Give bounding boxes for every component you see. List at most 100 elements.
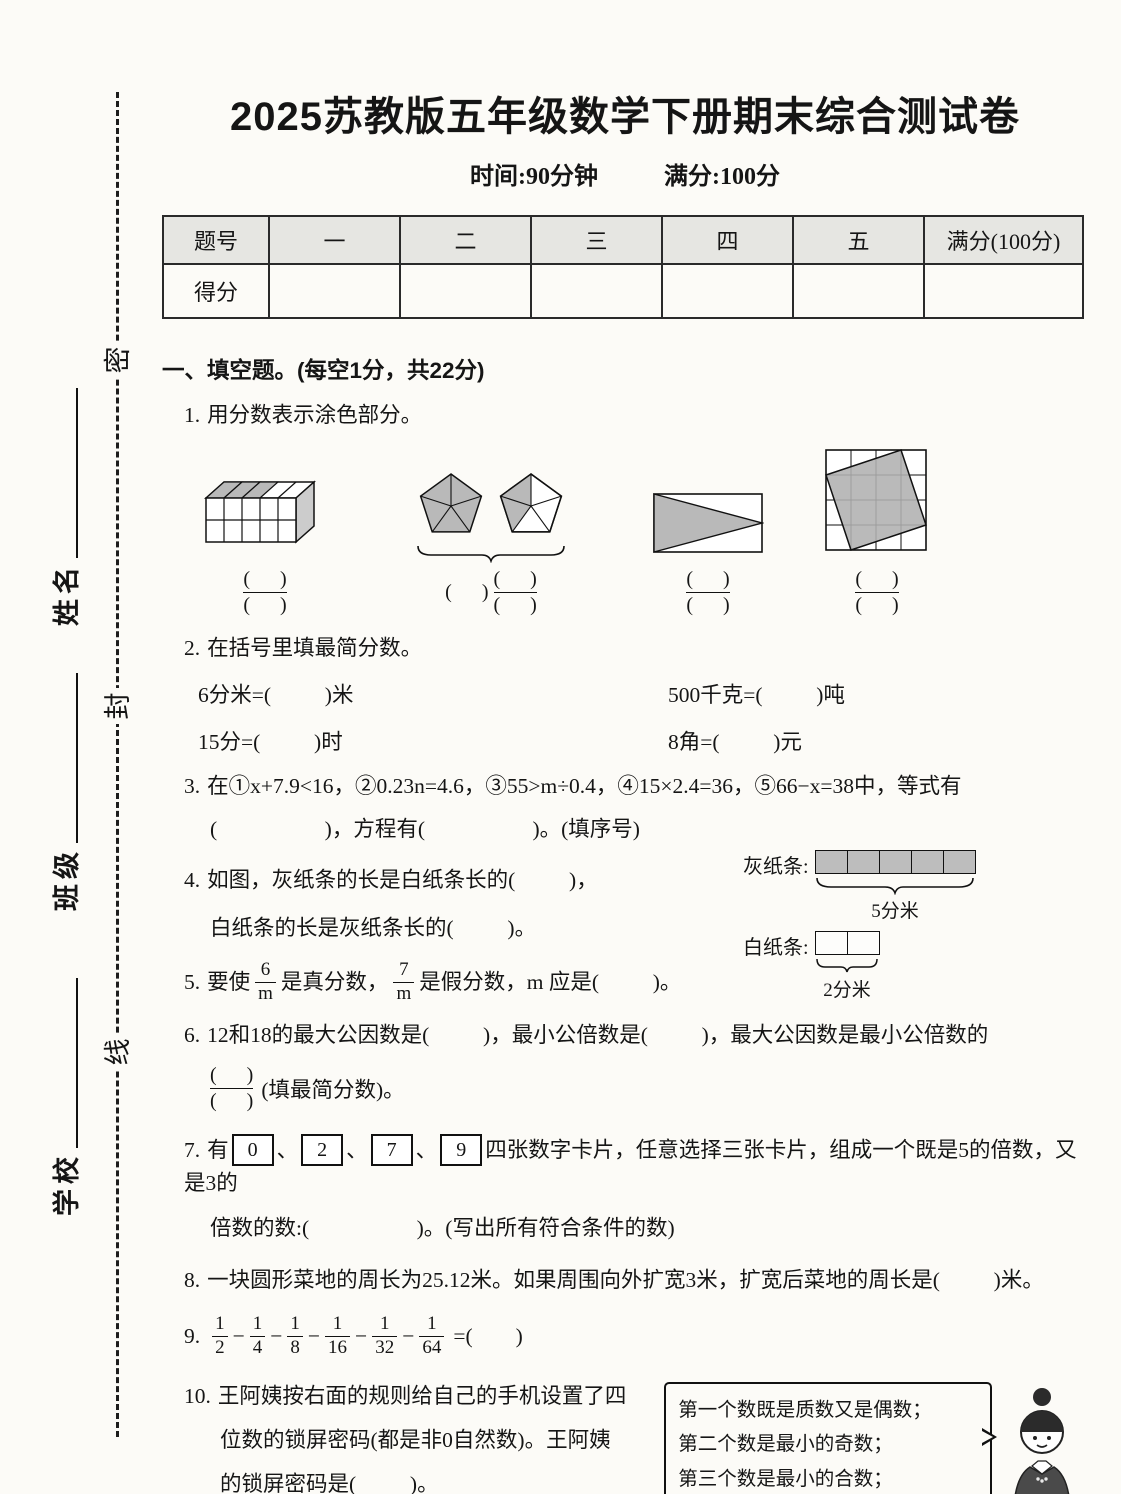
- fraction-denominator-blank: ( ): [243, 592, 287, 617]
- paper-strips-figure: 灰纸条: 5分米 白纸条:: [743, 850, 1088, 1010]
- name-label: 姓名: [52, 562, 83, 626]
- mixed-number-blank: ( ) ( ) ( ): [445, 567, 537, 618]
- numerator: 1: [379, 1313, 390, 1335]
- score-row-label: 得分: [162, 263, 270, 319]
- q2-item-2: 500千克=( )吨: [668, 682, 845, 707]
- fraction-numerator-blank: ( ): [686, 568, 730, 591]
- aunt-wang-illustration: [992, 1374, 1088, 1494]
- question-text: 在括号里填最简分数。: [207, 636, 423, 661]
- denominator: m: [255, 981, 276, 1006]
- question-text: 王阿姨按右面的规则给自己的手机设置了四: [217, 1383, 627, 1408]
- header-cell-tihao: 题号: [162, 215, 270, 265]
- question-text: 在①x+7.9<16，②0.23n=4.6，③55>m÷0.4，④15×2.4=…: [207, 773, 962, 798]
- rule-3: 第三个数是最小的合数；: [678, 1469, 893, 1491]
- fraction-blank: ( ) ( ): [493, 567, 537, 618]
- question-text-line3: 的锁屏密码是( )。: [220, 1471, 439, 1494]
- numerator: 1: [332, 1313, 343, 1335]
- q6-note: (填最简分数)。: [261, 1077, 405, 1102]
- score-table-header-row: 题号 一 二 三 四 五 满分(100分): [162, 215, 1084, 265]
- denominator: 8: [287, 1335, 303, 1360]
- q2-item-3: 15分=( )时: [198, 729, 343, 754]
- question-8: 8.一块圆形菜地的周长为25.12米。如果周围向外扩宽3米，扩宽后菜地的周长是(…: [184, 1264, 1088, 1297]
- digit-card-9: 9: [440, 1133, 483, 1166]
- denominator: 2: [212, 1335, 228, 1360]
- q6-fraction-line: ( ) ( ) (填最简分数)。: [184, 1063, 1088, 1114]
- q2-item-1: 6分米=( )米: [198, 682, 354, 707]
- question-number: 9.: [184, 1324, 201, 1349]
- underbrace: [816, 959, 878, 973]
- numerator: 6: [260, 958, 271, 980]
- digit-card-2: 2: [301, 1133, 344, 1166]
- score-cell: [399, 263, 532, 319]
- question-text: 是真分数，: [280, 969, 389, 994]
- name-blank-line: [76, 388, 78, 558]
- score-table: 题号 一 二 三 四 五 满分(100分) 得分: [162, 215, 1084, 319]
- fraction-denominator-blank: ( ): [686, 592, 730, 617]
- question-1: 1.用分数表示涂色部分。: [184, 399, 1088, 618]
- gray-strip-row: 灰纸条: 5分米: [743, 850, 1088, 923]
- white-strip-row: 白纸条: 2分米: [743, 931, 1088, 1002]
- numerator: 7: [399, 958, 409, 980]
- full-score: 满分:100分: [664, 164, 780, 190]
- white-strip-length: 2分米: [823, 980, 871, 1002]
- denominator: 16: [325, 1335, 351, 1360]
- figure-grid-square: ( ) ( ): [824, 448, 930, 618]
- class-field: 班级: [45, 671, 83, 911]
- question-text: 四张数字卡片，任意选择三张卡片，组成一个既是5的倍数，又是3的: [184, 1137, 1077, 1196]
- header-cell-4: 四: [661, 215, 794, 265]
- numerator: 1: [427, 1313, 437, 1335]
- question-text: 有: [207, 1137, 229, 1162]
- question-number: 8.: [184, 1267, 201, 1292]
- school-blank-line: [76, 978, 78, 1148]
- denominator: m: [393, 981, 415, 1006]
- gray-strip-label: 灰纸条:: [743, 856, 809, 879]
- numerator: 1: [290, 1313, 300, 1335]
- score-cell: [923, 263, 1084, 319]
- question-number: 10.: [184, 1383, 211, 1408]
- q2-items: 6分米=( )米 500千克=( )吨 15分=( )时 8角=( )元: [184, 678, 1088, 756]
- minus-operator: −: [232, 1324, 245, 1349]
- question-6: 6.12和18的最大公因数是( )，最小公倍数是( )，最大公因数是最小公倍数的…: [184, 1019, 1088, 1113]
- underbrace: [417, 546, 565, 564]
- school-field: 学校: [45, 976, 83, 1216]
- white-strip-label: 白纸条:: [743, 937, 809, 960]
- class-label: 班级: [52, 847, 83, 911]
- cartoon-woman-graphic: [1014, 1387, 1070, 1494]
- question-number: 5.: [184, 969, 201, 994]
- score-cell: [792, 263, 925, 319]
- header-cell-2: 二: [399, 215, 532, 265]
- question-text: 是假分数，m 应是( )。: [419, 969, 682, 994]
- minus-operator: −: [307, 1324, 321, 1349]
- fraction-denominator-blank: ( ): [210, 1087, 254, 1112]
- rectangle-triangle-graphic: [653, 493, 764, 554]
- rule-1: 第一个数既是质数又是偶数；: [678, 1399, 932, 1421]
- digit-card-0: 0: [231, 1133, 274, 1166]
- card-separator: 、: [276, 1137, 299, 1162]
- question-text: 要使: [207, 969, 251, 994]
- pentagons-graphic: [419, 473, 563, 533]
- rule-2: 第二个数是最小的奇数；: [678, 1434, 893, 1456]
- score-cell: [268, 263, 401, 319]
- question-text-line2: ( )，方程有( )。(填序号): [210, 816, 640, 841]
- white-strip-bar: [814, 931, 880, 956]
- question-4: 4.如图，灰纸条的长是白纸条长的( )， 白纸条的长是灰纸条长的( )。 灰纸条…: [184, 850, 1088, 1001]
- page-title: 2025苏教版五年级数学下册期末综合测试卷: [230, 95, 1020, 139]
- time-limit: 时间:90分钟: [470, 164, 598, 190]
- figure-pentagons: ( ) ( ) ( ): [416, 470, 566, 618]
- question-number: 1.: [184, 403, 201, 427]
- question-number: 3.: [184, 773, 201, 798]
- q2-item-4: 8角=( )元: [668, 729, 802, 754]
- minus-operator: −: [402, 1324, 415, 1349]
- fraction-numerator-blank: ( ): [493, 568, 537, 591]
- equals-blank: =( ): [453, 1324, 523, 1349]
- fraction-blank: ( ) ( ): [243, 567, 287, 618]
- fraction-denominator-blank: ( ): [493, 592, 537, 617]
- question-text-line2: 倍数的数:( )。(写出所有符合条件的数): [210, 1216, 675, 1241]
- score-cell: [530, 263, 663, 319]
